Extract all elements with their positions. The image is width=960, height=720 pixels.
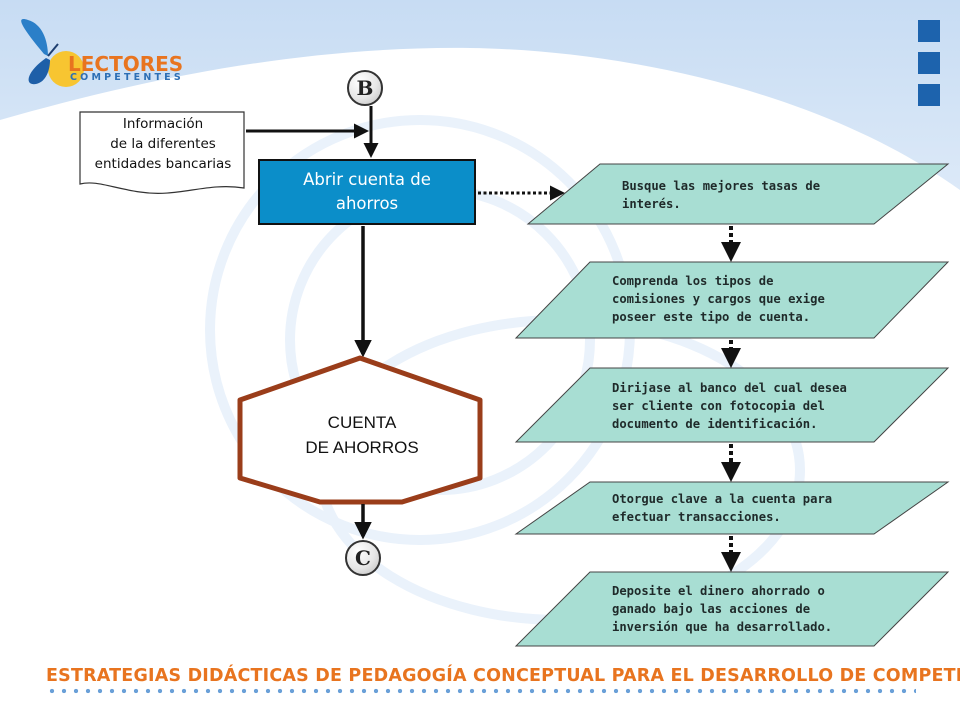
butterfly-logo-icon	[21, 19, 84, 87]
decor-square	[918, 84, 940, 106]
step-line: Dirijase al banco del cual desea	[612, 381, 847, 395]
document-line: entidades bancarias	[94, 156, 232, 172]
step-text-3: Dirijase al banco del cual desea ser cli…	[612, 379, 847, 433]
connector-b: B	[347, 70, 383, 106]
step-line: inversión que ha desarrollado.	[612, 620, 833, 634]
footer-title: ESTRATEGIAS DIDÁCTICAS DE PEDAGOGÍA CONC…	[46, 666, 960, 686]
terminal-octagon	[237, 355, 483, 505]
step-shape-4	[514, 481, 950, 535]
logo-wordmark: LECTORES	[68, 52, 184, 76]
process-line: Abrir cuenta de	[303, 170, 431, 189]
step-line: Otorgue clave a la cuenta para	[612, 492, 833, 506]
step-line: poseer este tipo de cuenta.	[612, 310, 811, 324]
step-line: Deposite el dinero ahorrado o	[612, 584, 825, 598]
step-line: ganado bajo las acciones de	[612, 602, 811, 616]
connector-c: C	[345, 540, 381, 576]
step-shape-3	[514, 367, 950, 443]
document-shape	[79, 111, 245, 194]
document-label: Información de la diferentes entidades b…	[80, 114, 246, 174]
step-shape-1	[526, 163, 950, 225]
process-line: ahorros	[335, 194, 399, 213]
step-shape-5	[514, 571, 950, 647]
step-line: documento de identificación.	[612, 417, 818, 431]
step-text-5: Deposite el dinero ahorrado o ganado baj…	[612, 582, 832, 636]
footer-dotted-rule	[46, 688, 916, 694]
terminal-label: CUENTA DE AHORROS	[262, 410, 462, 460]
step-text-2: Comprenda los tipos de comisiones y carg…	[612, 272, 825, 326]
step-line: interés.	[622, 197, 681, 211]
step-text-1: Busque las mejores tasas de interés.	[622, 177, 820, 213]
terminal-line: CUENTA	[327, 413, 397, 432]
step-shape-2	[514, 261, 950, 339]
terminal-line: DE AHORROS	[305, 438, 419, 457]
process-open-account: Abrir cuenta de ahorros	[258, 159, 476, 225]
decor-square	[918, 20, 940, 42]
step-line: Busque las mejores tasas de	[622, 179, 821, 193]
document-line: Información	[122, 116, 204, 132]
step-line: Comprenda los tipos de	[612, 274, 774, 288]
step-line: comisiones y cargos que exige	[612, 292, 825, 306]
step-text-4: Otorgue clave a la cuenta para efectuar …	[612, 490, 832, 526]
step-line: efectuar transacciones.	[612, 510, 781, 524]
step-line: ser cliente con fotocopia del	[612, 399, 825, 413]
decor-square	[918, 52, 940, 74]
document-line: de la diferentes	[110, 136, 216, 152]
logo-subtitle: COMPETENTES	[70, 72, 184, 83]
